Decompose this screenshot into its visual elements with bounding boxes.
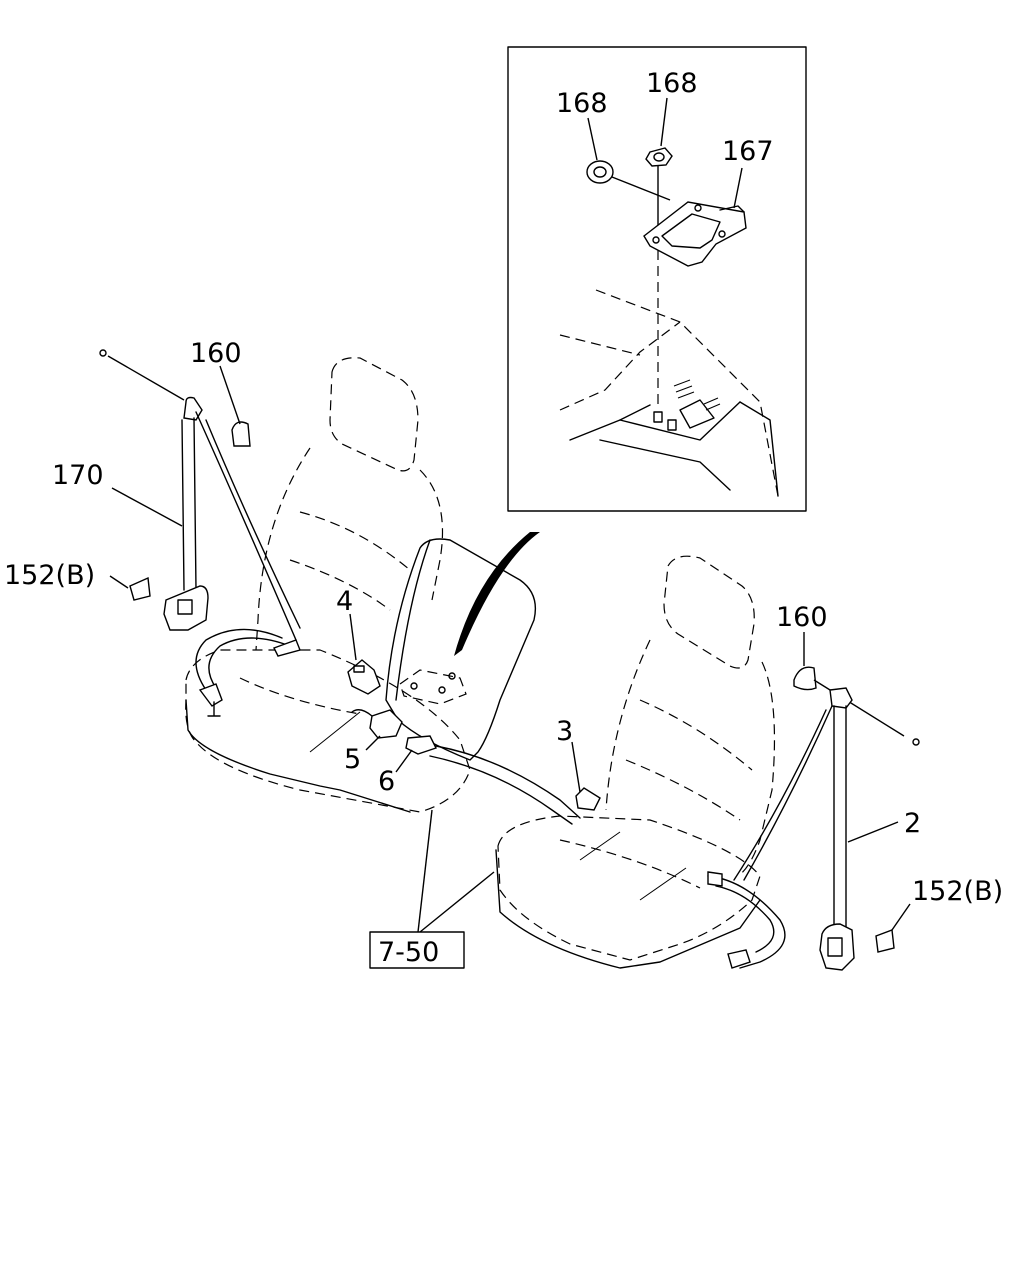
anchor-bracket-167 — [643, 201, 747, 267]
right-seat-cushion — [497, 815, 761, 961]
left-retractor — [163, 585, 209, 631]
label-5: 5 — [344, 744, 361, 775]
center-seat — [385, 532, 540, 761]
left-cover-160 — [231, 421, 251, 447]
label-3: 3 — [556, 716, 573, 747]
tongue-6 — [405, 735, 437, 755]
right-retractor — [819, 923, 855, 971]
label-4: 4 — [336, 586, 353, 617]
left-clip-152b — [129, 576, 151, 601]
flange-nut-168-right — [645, 147, 673, 167]
label-160-left: 160 — [190, 338, 242, 369]
left-backrest — [255, 447, 443, 651]
label-152b-right: 152(B) — [912, 876, 1003, 907]
inset-frame — [507, 46, 807, 512]
left-upper-bolt — [99, 349, 107, 357]
right-clip-152b — [875, 929, 895, 953]
right-upper-bolt — [912, 738, 920, 746]
label-7-50: 7-50 — [378, 937, 439, 968]
left-headrest — [329, 357, 419, 472]
right-upper-anchor — [829, 687, 853, 709]
label-160-right: 160 — [776, 602, 828, 633]
reference-callout-7-50: 7-50 — [369, 809, 495, 969]
center-shadow-wedge — [454, 532, 540, 656]
inset-studs — [653, 379, 721, 431]
right-belt-assembly-2 — [707, 666, 920, 971]
center-hinge — [399, 669, 467, 705]
label-6: 6 — [378, 766, 395, 797]
right-seat — [495, 555, 776, 969]
label-152b-left: 152(B) — [4, 560, 95, 591]
buckle-tongue-4 — [347, 659, 381, 695]
left-belt-assembly-170 — [99, 349, 301, 717]
center-buckle-parts — [347, 613, 581, 825]
flange-nut-168-left — [586, 160, 614, 184]
label-168-left: 168 — [556, 88, 608, 119]
inset-panel-outline — [559, 289, 779, 497]
left-floor-anchor — [198, 683, 223, 707]
buckle-5 — [369, 709, 403, 739]
label-2: 2 — [904, 808, 921, 839]
label-168-right: 168 — [646, 68, 698, 99]
reference-box — [369, 931, 465, 969]
left-upper-anchor — [183, 396, 203, 421]
center-backrest — [385, 538, 537, 761]
right-cover-160 — [793, 666, 817, 691]
buckle-3 — [571, 741, 601, 811]
inset-detail-panel: 168 168 167 — [507, 46, 807, 512]
right-headrest — [663, 555, 755, 669]
label-167: 167 — [722, 136, 774, 167]
label-170: 170 — [52, 460, 104, 491]
right-backrest — [605, 639, 776, 877]
right-floor-anchor — [727, 949, 751, 969]
